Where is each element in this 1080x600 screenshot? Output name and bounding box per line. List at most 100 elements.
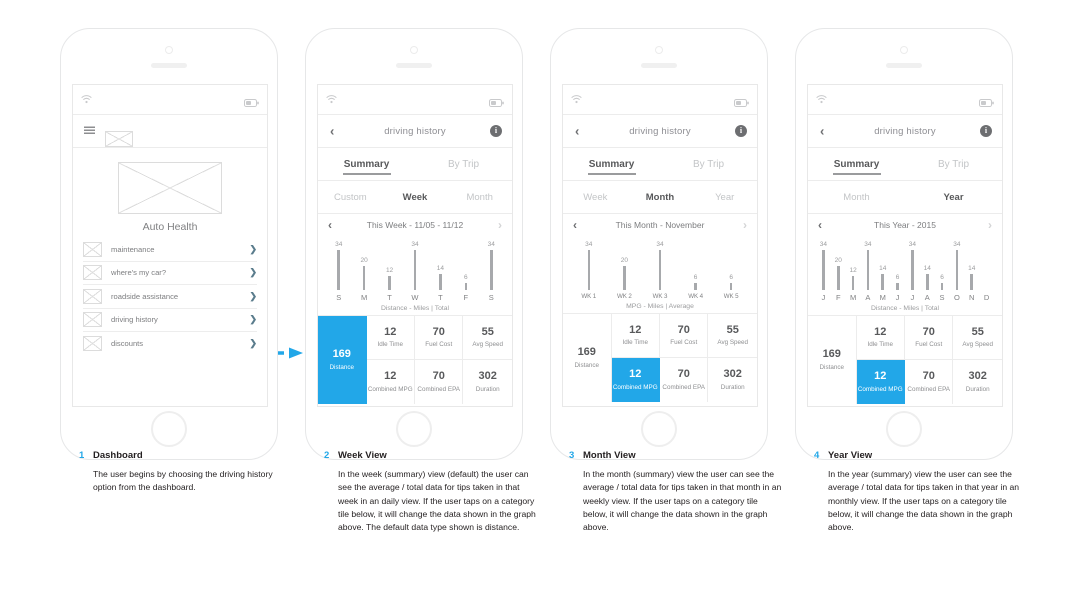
tab-by-trip[interactable]: By Trip xyxy=(447,158,480,170)
caption-body: In the week (summary) view (default) the… xyxy=(338,469,536,533)
tab-summary[interactable]: Summary xyxy=(808,148,905,181)
pager-next-icon[interactable]: › xyxy=(988,218,992,232)
tile-label: Avg Speed xyxy=(472,341,504,349)
pager-prev-icon[interactable]: ‹ xyxy=(573,218,577,232)
tile-label: Combined EPA xyxy=(662,383,706,391)
pager-prev-icon[interactable]: ‹ xyxy=(818,218,822,232)
back-chevron-icon[interactable]: ‹ xyxy=(330,123,335,139)
range-month[interactable]: Month xyxy=(645,191,675,203)
list-item-driving-history[interactable]: driving history❯ xyxy=(83,309,257,332)
tile-label: Duration xyxy=(965,385,990,393)
tile-value: 12 xyxy=(874,370,887,383)
caption-title: Year View xyxy=(828,450,873,461)
tab-by-trip[interactable]: By Trip xyxy=(692,158,725,170)
pager-next-icon[interactable]: › xyxy=(498,218,502,232)
bar-value-label: 6 xyxy=(940,273,944,281)
home-button[interactable] xyxy=(886,411,922,447)
date-pager: ‹This Week - 11/05 - 11/12› xyxy=(318,214,512,236)
caption-body: In the year (summary) view the user can … xyxy=(828,469,1020,533)
camera-dot-icon xyxy=(900,46,908,54)
bar-value-label: 14 xyxy=(923,264,931,272)
list-item-thumb-icon xyxy=(83,265,102,281)
range-week[interactable]: Week xyxy=(402,191,428,203)
list-item-roadside-assistance[interactable]: roadside assistance❯ xyxy=(83,285,257,309)
date-pager: ‹This Year - 2015› xyxy=(808,214,1002,236)
dashboard-list: maintenance❯where's my car?❯roadside ass… xyxy=(73,238,267,356)
info-icon[interactable]: i xyxy=(735,125,747,137)
info-icon[interactable]: i xyxy=(980,125,992,137)
range-year[interactable]: Year xyxy=(943,191,964,203)
camera-dot-icon xyxy=(165,46,173,54)
back-chevron-icon[interactable]: ‹ xyxy=(820,123,825,139)
envelope-icon[interactable] xyxy=(105,131,133,147)
list-item-maintenance[interactable]: maintenance❯ xyxy=(83,238,257,262)
info-icon[interactable]: i xyxy=(490,125,502,137)
range-month[interactable]: Month xyxy=(466,191,493,203)
tab-by-trip[interactable]: By Trip xyxy=(937,158,970,170)
panel-dashboard: Auto Health maintenance❯where's my car?❯r… xyxy=(55,0,300,600)
tile-value: 55 xyxy=(481,325,494,338)
range-week[interactable]: Week xyxy=(583,191,608,203)
x-axis-tick: A xyxy=(924,293,930,302)
page-title: Auto Health xyxy=(142,221,198,233)
date-pager: ‹This Month - November› xyxy=(563,214,757,236)
back-chevron-icon[interactable]: ‹ xyxy=(575,123,580,139)
pager-prev-icon[interactable]: ‹ xyxy=(328,218,332,232)
bar-column: 34 xyxy=(949,238,964,290)
battery-icon xyxy=(734,94,749,112)
home-button[interactable] xyxy=(641,411,677,447)
speaker-grille xyxy=(886,63,922,68)
pager-next-icon[interactable]: › xyxy=(743,218,747,232)
tile-label: Combined EPA xyxy=(417,385,461,393)
tab-row: Summary By Trip xyxy=(808,148,1002,181)
home-button[interactable] xyxy=(396,411,432,447)
tab-summary[interactable]: Summary xyxy=(563,148,660,181)
bar-column: 34 xyxy=(905,238,920,290)
caption-number: 2 xyxy=(324,450,330,461)
tab-summary[interactable]: Summary xyxy=(318,148,415,181)
tile-label: Combined MPG xyxy=(367,385,413,393)
bar xyxy=(955,250,959,290)
list-item-where-s-my-car[interactable]: where's my car?❯ xyxy=(83,262,257,285)
speaker-grille xyxy=(151,63,187,68)
tile-label: Idle Time xyxy=(377,341,404,349)
range-month[interactable]: Month xyxy=(843,191,870,203)
list-item-discounts[interactable]: discounts❯ xyxy=(83,332,257,356)
home-button[interactable] xyxy=(151,411,187,447)
hamburger-menu-icon[interactable] xyxy=(84,126,95,136)
range-year[interactable]: Year xyxy=(715,191,735,203)
tile-value: 169 xyxy=(822,348,841,361)
tile-label: Fuel Cost xyxy=(425,341,453,349)
bar-column: 20 xyxy=(351,238,376,290)
range-custom[interactable]: Custom xyxy=(333,191,367,203)
